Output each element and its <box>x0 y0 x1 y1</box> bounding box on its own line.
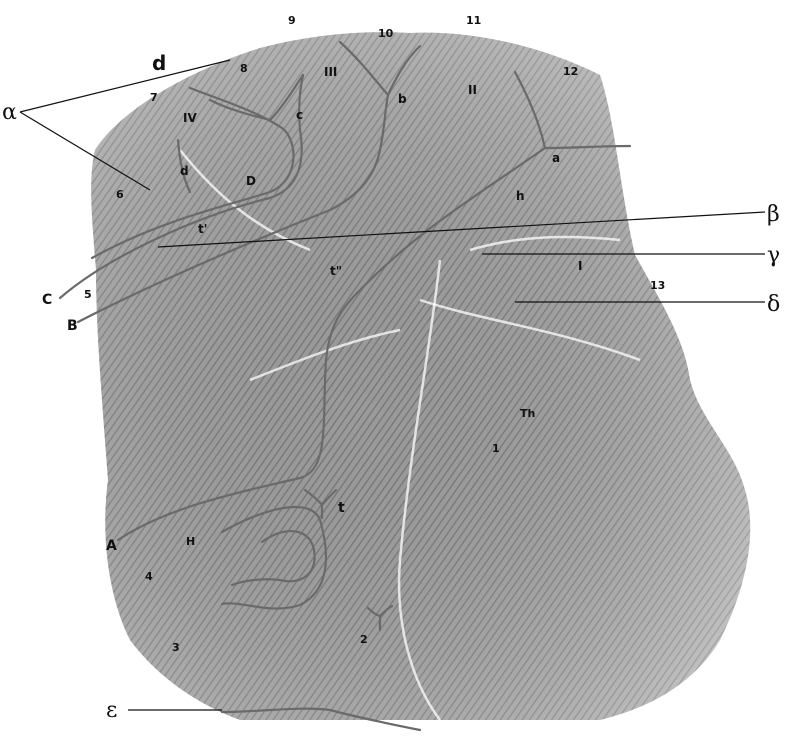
number-10: 10 <box>378 27 394 40</box>
label-d: d <box>180 164 189 178</box>
number-13: 13 <box>650 279 665 292</box>
label-beta: β <box>767 202 780 227</box>
label-I: I <box>578 259 582 273</box>
label-gamma: γ <box>767 243 780 268</box>
label-IV: IV <box>183 111 197 125</box>
number-2: 2 <box>360 633 368 646</box>
number-3: 3 <box>172 641 180 654</box>
label-III: III <box>324 65 337 79</box>
number-9: 9 <box>288 14 296 27</box>
label-a: a <box>552 151 560 165</box>
label-b: b <box>398 92 407 106</box>
label-epsilon: ε <box>106 698 117 723</box>
label-D: D <box>246 174 256 188</box>
number-7: 7 <box>150 91 158 104</box>
label-II: II <box>468 83 477 97</box>
label-t-prime: t' <box>198 222 207 236</box>
number-4: 4 <box>145 570 153 583</box>
number-8: 8 <box>240 62 248 75</box>
label-A: A <box>106 538 117 554</box>
label-t: t <box>338 500 345 516</box>
label-C: C <box>42 292 52 308</box>
label-alpha-d: d <box>152 51 166 75</box>
label-Th: Th <box>520 407 535 420</box>
label-B: B <box>67 318 78 334</box>
label-alpha: α <box>2 100 17 125</box>
number-6: 6 <box>116 188 124 201</box>
number-12: 12 <box>563 65 578 78</box>
number-11: 11 <box>466 14 481 27</box>
palm-print <box>91 32 750 720</box>
label-H: H <box>186 535 195 548</box>
label-c: c <box>296 108 303 122</box>
label-delta: δ <box>767 292 780 317</box>
label-h: h <box>516 189 525 203</box>
label-t-double-prime: t" <box>330 264 342 278</box>
number-1: 1 <box>492 442 500 455</box>
number-5: 5 <box>84 288 92 301</box>
